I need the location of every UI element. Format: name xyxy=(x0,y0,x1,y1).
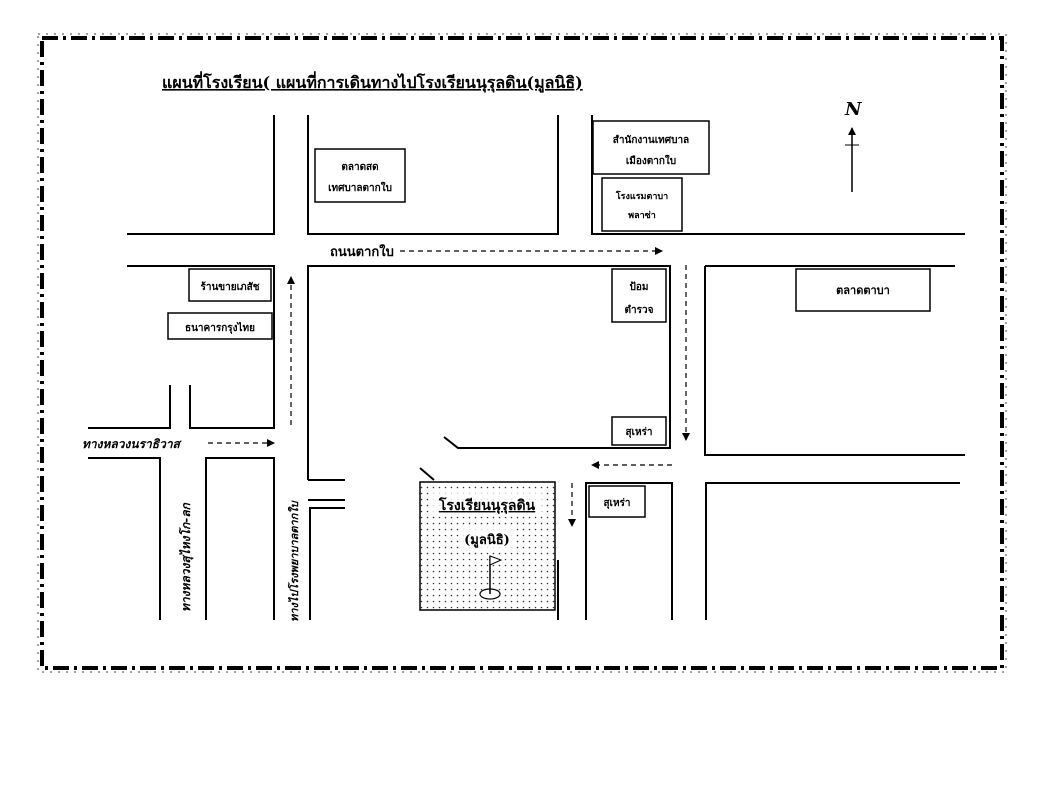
road-lines xyxy=(88,115,965,620)
route-arrows xyxy=(208,247,690,527)
road-label-narathiwat: ทางหลวงนราธิวาส xyxy=(82,437,183,451)
police-box-line1: ป้อม xyxy=(630,281,649,293)
place-taba-market: ตลาดตาบา xyxy=(795,268,931,312)
school-line1: โรงเรียนนุรุลดิน xyxy=(438,496,536,514)
north-label: N xyxy=(844,99,863,120)
place-municipal-office: สำนักงานเทศบาล เมืองตากใบ xyxy=(592,120,710,175)
road-label-sungai-kolok: ทางหลวงสุไหงโก-ลก xyxy=(178,502,194,612)
taba-market-label: ตลาดตาบา xyxy=(836,284,890,297)
school-line2: (มูลนิธิ) xyxy=(464,533,510,548)
place-mosque-2: สุเหร่า xyxy=(588,485,646,518)
hotel-line2: พลาซ่า xyxy=(628,210,656,221)
place-hotel: โรงแรมตาบา พลาซ่า xyxy=(601,177,683,232)
hotel-line1: โรงแรมตาบา xyxy=(615,190,668,202)
fresh-market-line1: ตลาดสด xyxy=(341,162,378,173)
map-title: แผนที่โรงเรียน( แผนที่การเดินทางไปโรงเรี… xyxy=(162,71,583,94)
mosque-1-label: สุเหร่า xyxy=(625,426,652,438)
flag-icon xyxy=(479,555,503,600)
place-pharmacy: ร้านขายเภสัช xyxy=(188,268,272,302)
place-school: โรงเรียนนุรุลดิน (มูลนิธิ) xyxy=(419,481,556,611)
map-frame xyxy=(37,33,1007,673)
place-police-box: ป้อม ตำรวจ xyxy=(611,268,667,323)
road-label-tak-bai: ถนนตากใบ xyxy=(330,243,394,260)
fresh-market-line2: เทศบาลตากใบ xyxy=(328,181,392,194)
place-fresh-market: ตลาดสด เทศบาลตากใบ xyxy=(314,148,406,203)
place-krungthai-bank: ธนาคารกรุงไทย xyxy=(167,312,273,340)
krungthai-bank-label: ธนาคารกรุงไทย xyxy=(185,321,255,334)
mosque-2-label: สุเหร่า xyxy=(603,497,630,509)
pharmacy-label: ร้านขายเภสัช xyxy=(200,281,259,293)
north-arrow: N xyxy=(844,99,863,192)
place-mosque-1: สุเหร่า xyxy=(611,416,667,446)
municipal-office-line1: สำนักงานเทศบาล xyxy=(613,134,689,146)
road-label-hospital: ทางไปโรงพยาบาลตากใบ xyxy=(287,499,301,622)
police-box-line2: ตำรวจ xyxy=(625,304,654,316)
municipal-office-line2: เมืองตากใบ xyxy=(626,154,676,167)
